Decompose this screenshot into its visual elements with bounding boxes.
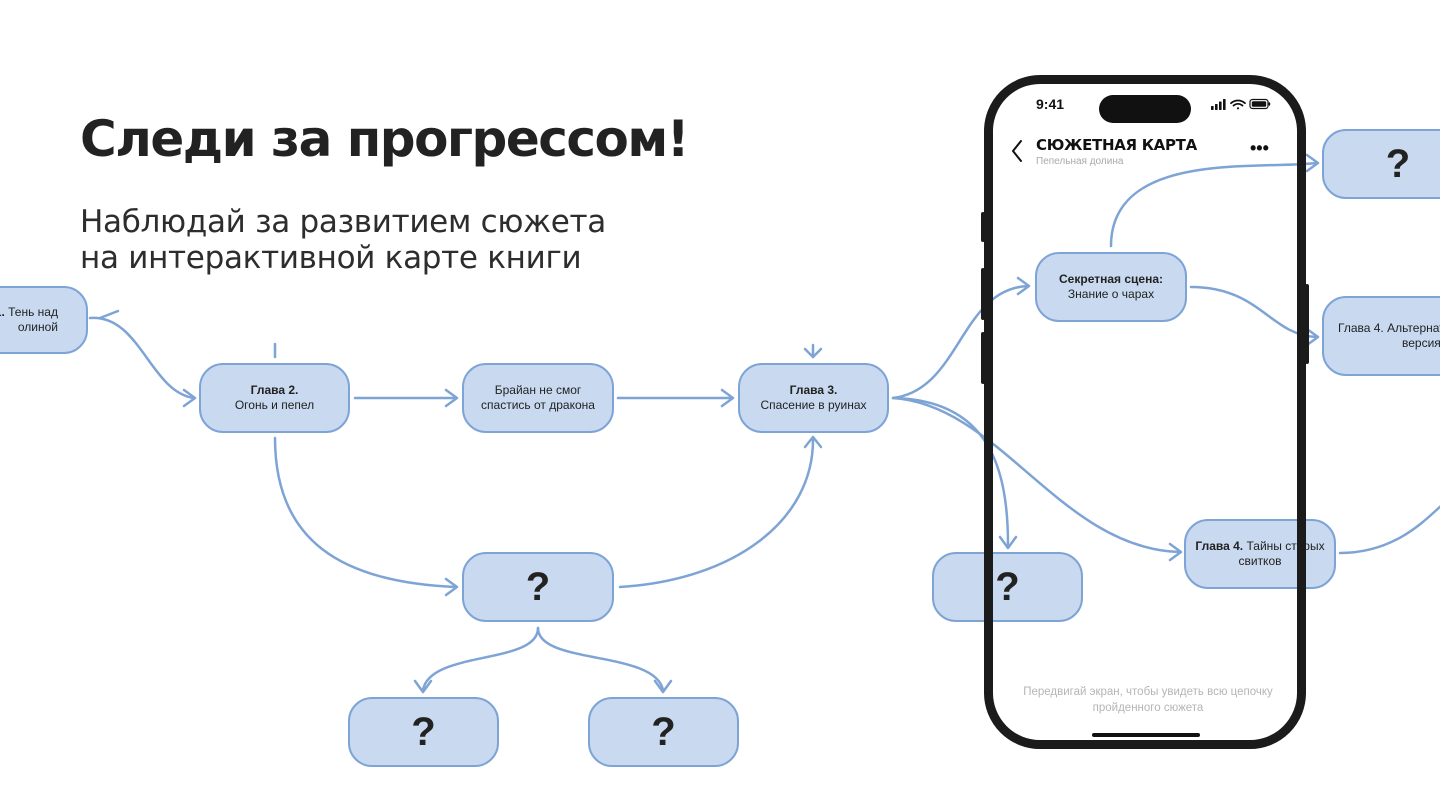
- node-unknown-phone[interactable]: ?: [932, 552, 1083, 622]
- subtitle: Наблюдай за развитием сюжета на интеракт…: [80, 204, 606, 276]
- edge-secret-unknown: [1109, 161, 1318, 248]
- edge-ch1-ch2: [88, 316, 196, 400]
- phone-side-button: [981, 212, 985, 242]
- arrow-head: [444, 577, 459, 597]
- subtitle-line-1: Наблюдай за развитием сюжета: [80, 204, 606, 240]
- status-icons: [1209, 97, 1271, 111]
- phone-side-button: [981, 268, 985, 320]
- arrow-head: [182, 388, 197, 408]
- phone-side-button: [981, 332, 985, 384]
- back-chevron-icon[interactable]: [1008, 136, 1028, 166]
- node-unknown-bottom-right[interactable]: ?: [588, 697, 739, 767]
- edge-ch3-secret: [891, 284, 1029, 400]
- node-brian-line2: спастись от дракона: [481, 398, 595, 412]
- signal-icon: [1211, 99, 1226, 110]
- edge-unknown-bl: [421, 626, 540, 692]
- arrow-head: [1016, 276, 1031, 296]
- headline: Следи за прогрессом!: [80, 110, 690, 168]
- node-chapter-3-text: Спасение в руинах: [760, 398, 867, 412]
- node-chapter-4-alt-line2: версия: [1402, 336, 1440, 350]
- node-chapter-1-line2: олиной: [17, 320, 58, 334]
- home-indicator: [1092, 733, 1200, 737]
- question-mark: ?: [651, 710, 676, 754]
- node-unknown-top-right[interactable]: ?: [1322, 129, 1440, 199]
- node-chapter-4-secrets-line2: свитков: [1238, 554, 1282, 568]
- edge-stub: [98, 309, 120, 320]
- edge-ch4-out: [1338, 505, 1440, 555]
- subtitle-line-2: на интерактивной карте книги: [80, 240, 582, 276]
- node-chapter-4-alt-line1: Глава 4. Альтернати: [1338, 321, 1440, 335]
- arrow-head: [1168, 542, 1183, 562]
- node-secret-scene[interactable]: Секретная сцена: Знание о чарах: [1035, 252, 1187, 322]
- node-brian[interactable]: Брайан не смог спастись от дракона: [462, 363, 614, 433]
- node-unknown-mid[interactable]: ?: [462, 552, 614, 622]
- node-chapter-2-title: Глава 2.: [250, 383, 299, 397]
- node-secret-scene-title: Секретная сцена:: [1059, 272, 1163, 286]
- arrow-head: [653, 679, 673, 694]
- node-chapter-3[interactable]: Глава 3. Спасение в руинах: [738, 363, 889, 433]
- node-chapter-4-secrets[interactable]: Глава 4. Тайны старых свитков: [1184, 519, 1336, 589]
- node-chapter-1[interactable]: 1. Тень над олиной: [0, 286, 88, 354]
- arrow-head: [803, 435, 823, 449]
- node-chapter-4-alt[interactable]: Глава 4. Альтернати версия: [1322, 296, 1440, 376]
- arrow-head: [803, 347, 823, 359]
- phone-side-button: [1305, 284, 1309, 364]
- edge-unknown-ch3: [618, 438, 815, 589]
- status-time: 9:41: [1036, 96, 1065, 112]
- phone-frame: [984, 75, 1306, 749]
- node-unknown-bottom-left[interactable]: ?: [348, 697, 499, 767]
- node-secret-scene-text: Знание о чарах: [1067, 287, 1155, 301]
- arrow-head: [720, 388, 735, 408]
- wifi-icon: [1230, 99, 1246, 110]
- more-icon[interactable]: •••: [1250, 138, 1269, 158]
- edge-ch2-unknown: [273, 436, 457, 589]
- app-subtitle: Пепельная долина: [1036, 156, 1124, 167]
- arrow-head: [1305, 153, 1320, 173]
- app-title: СЮЖЕТНАЯ КАРТА: [1036, 136, 1197, 154]
- question-mark: ?: [995, 565, 1020, 609]
- arrow-head: [444, 388, 459, 408]
- scroll-hint: Передвигай экран, чтобы увидеть всю цепо…: [1023, 686, 1273, 714]
- battery-icon: [1249, 98, 1271, 110]
- question-mark: ?: [525, 565, 551, 609]
- node-chapter-2[interactable]: Глава 2. Огонь и пепел: [199, 363, 350, 433]
- node-chapter-1-number: 1.: [0, 305, 5, 319]
- arrow-head: [1305, 327, 1320, 347]
- node-chapter-2-text: Огонь и пепел: [234, 398, 315, 412]
- dynamic-island: [1099, 95, 1191, 123]
- edge-ch3-ch4: [891, 396, 1181, 554]
- edge-unknown-br: [536, 626, 665, 692]
- node-chapter-4-secrets-title: Глава 4.: [1195, 539, 1244, 553]
- node-chapter-1-line1: Тень над: [8, 305, 58, 319]
- question-mark: ?: [411, 710, 436, 754]
- node-chapter-3-title: Глава 3.: [789, 383, 838, 397]
- node-brian-line1: Брайан не смог: [494, 383, 582, 397]
- arrow-head: [998, 535, 1018, 550]
- phone-screen: [993, 84, 1297, 740]
- arrow-head: [413, 679, 433, 694]
- question-mark: ?: [1385, 142, 1411, 186]
